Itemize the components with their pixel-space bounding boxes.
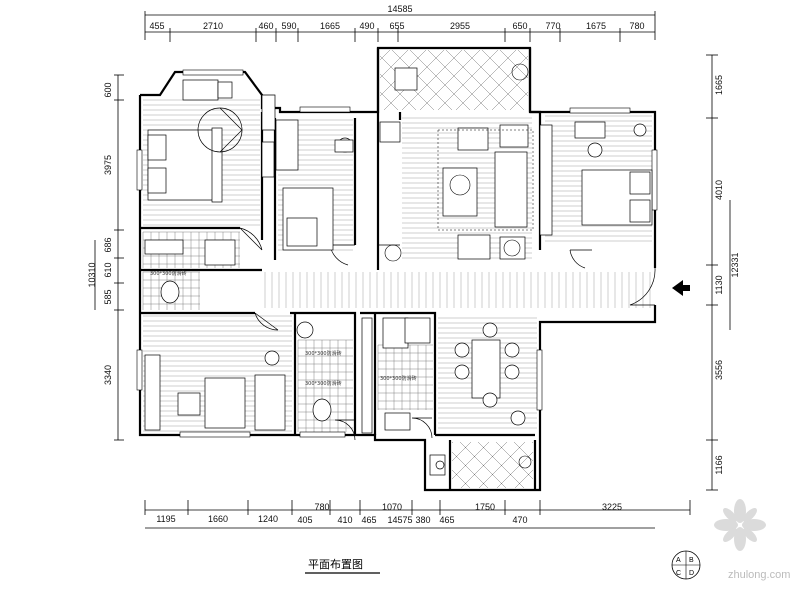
dim-right-4: 3556 [714, 360, 724, 380]
dim-left-1: 600 [103, 82, 113, 97]
entry-arrow-icon [672, 280, 690, 296]
dim-top-2: 2710 [203, 21, 223, 31]
bath3-tile-label: 300*300防滑砖 [305, 380, 342, 387]
desk [204, 377, 246, 429]
dim-right-5: 1166 [714, 455, 724, 474]
dim-bottom-3: 1240 [258, 514, 278, 524]
dim-right-3: 1130 [714, 275, 724, 294]
dim-bottom-7: 3225 [602, 502, 622, 512]
dim-top-1: 455 [149, 21, 164, 31]
living-rug [437, 129, 534, 231]
dim-right-2: 4010 [714, 180, 724, 200]
dim-right-1: 1665 [714, 75, 724, 95]
plant-icon [518, 455, 532, 469]
dim-top-total: 14585 [387, 4, 412, 14]
compass-seal-icon: A B C D [671, 550, 701, 580]
seal-letter-c: C [676, 570, 681, 577]
dim-right-total: 12331 [730, 252, 740, 277]
kitchen-tile-label: 300*300防滑砖 [380, 375, 417, 382]
single-bed [282, 187, 334, 251]
dim-bottom2-1: 405 [297, 515, 312, 525]
dimension-lines [94, 11, 731, 529]
furniture [144, 67, 653, 476]
watermark-logo [714, 499, 766, 551]
dim-top-3: 460 [258, 21, 273, 31]
plant-icon [384, 244, 402, 262]
walls [138, 46, 657, 492]
dim-bottom2-3: 465 [361, 515, 376, 525]
dim-bottom2-5: 465 [439, 515, 454, 525]
dim-left-total: 10310 [87, 262, 97, 287]
windows [136, 69, 658, 438]
drawing-title: 平面布置图 [308, 558, 363, 571]
watermark-text: zhulong.com [728, 569, 790, 581]
dim-top-5: 1665 [320, 21, 340, 31]
seal-letter-d: D [689, 570, 694, 577]
dim-bottom-total: 14575 [387, 515, 412, 525]
dim-left-2: 3975 [103, 155, 113, 175]
dim-bottom-1: 1195 [156, 514, 175, 524]
dim-top-6: 490 [359, 21, 374, 31]
dining-table [471, 339, 501, 399]
dim-left-4: 610 [103, 262, 113, 277]
dim-bottom-6: 1750 [475, 502, 495, 512]
dim-top-9: 650 [512, 21, 527, 31]
dim-top-8: 2955 [450, 21, 470, 31]
dim-top-12: 780 [629, 21, 644, 31]
dimension-text: 14585 455 2710 460 590 1665 490 655 2955… [87, 4, 740, 525]
plant-icon [511, 63, 529, 81]
dim-bottom-2: 1660 [208, 514, 228, 524]
plants [384, 63, 532, 469]
dim-bottom2-4: 380 [415, 515, 430, 525]
plant-icon [503, 239, 521, 257]
dim-bottom-4: 780 [314, 502, 329, 512]
dim-left-3: 686 [103, 237, 113, 252]
bath-tile-label: 300*300防滑砖 [150, 270, 187, 277]
dim-top-7: 655 [389, 21, 404, 31]
doors [239, 227, 656, 441]
dim-bottom2-6: 470 [512, 515, 527, 525]
plant-icon [449, 174, 471, 196]
dim-bottom2-2: 410 [337, 515, 352, 525]
seal-letter-b: B [689, 557, 694, 564]
dim-top-4: 590 [281, 21, 296, 31]
dim-top-10: 770 [545, 21, 560, 31]
sofa-three-seat [494, 151, 528, 228]
coffee-table [442, 167, 478, 217]
dim-left-6: 3340 [103, 365, 113, 385]
dim-bottom-5: 1070 [382, 502, 402, 512]
bath2-tile-label: 300*300防滑砖 [305, 350, 342, 357]
seal-letter-a: A [676, 557, 681, 564]
dim-left-5: 585 [103, 289, 113, 304]
wardrobe [275, 119, 299, 171]
dim-top-11: 1675 [586, 21, 606, 31]
